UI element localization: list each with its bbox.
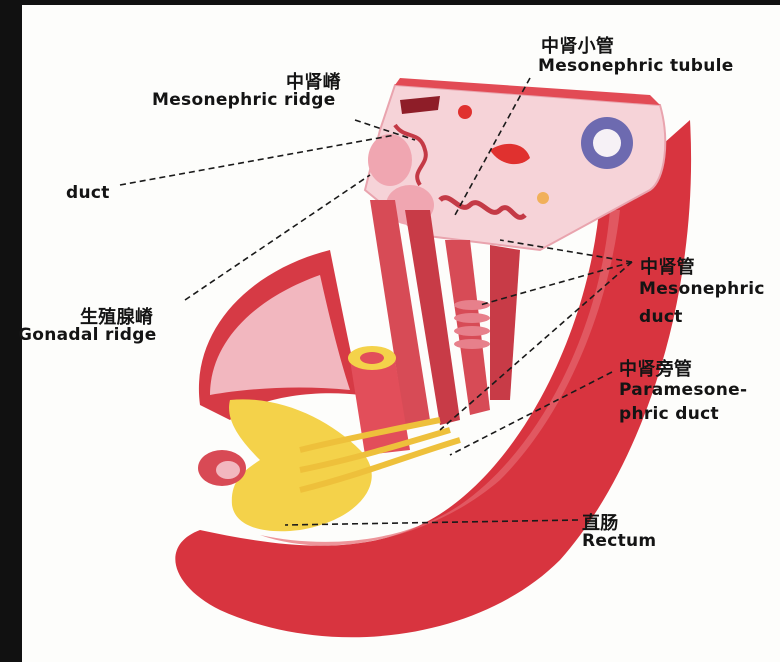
aorta-lumen — [593, 129, 621, 157]
mesonephric-duct-en-1: Mesonephric — [639, 279, 765, 299]
ridge-mass-1 — [368, 134, 412, 186]
mesonephric-tubule-zh: 中肾小管 — [541, 32, 614, 58]
yellow-dot — [537, 192, 549, 204]
vessel-dot — [458, 105, 472, 119]
gonadal-ridge-en: Gonadal ridge — [18, 325, 157, 345]
mesentery-strand-4 — [490, 245, 520, 400]
paramesonephric-duct-en-2: phric duct — [619, 404, 719, 424]
mesonephric-ridge-en: Mesonephric ridge — [152, 90, 336, 110]
mesonephric-duct-en-2: duct — [639, 307, 683, 327]
cloaca — [229, 399, 372, 531]
paramesonephric-duct-zh: 中肾旁管 — [619, 355, 692, 381]
mesonephric-duct-zh: 中肾管 — [640, 253, 695, 279]
mesonephric-tubule-en: Mesonephric tubule — [538, 56, 734, 76]
duct-label: duct — [66, 183, 110, 203]
rectum-en: Rectum — [582, 531, 656, 551]
gut-tube-lumen — [360, 352, 384, 364]
allantois-inner — [216, 461, 240, 479]
paramesonephric-duct-en-1: Paramesone- — [619, 380, 747, 400]
